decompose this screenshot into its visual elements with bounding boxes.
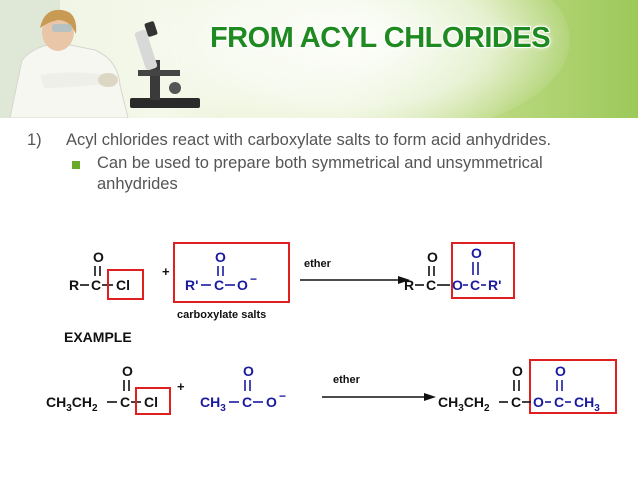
negative-charge: − [279, 389, 286, 403]
banner-glow [150, 0, 570, 118]
carboxylate-oxygen: O [266, 394, 277, 410]
plus-sign: + [162, 264, 170, 279]
carboxylate-salts-label: carboxylate salts [177, 309, 266, 321]
bridging-oxygen: O [452, 277, 463, 293]
plus-sign: + [177, 379, 185, 394]
r-group: R [69, 277, 79, 293]
scientist-image [0, 0, 200, 118]
svg-text:CH3: CH3 [574, 394, 600, 414]
methyl-sub: 3 [220, 403, 226, 414]
carboxylate-general: O R' C O − [173, 242, 290, 303]
methylene-sub: 2 [484, 403, 490, 414]
carbonyl-carbon: C [120, 394, 130, 410]
carbonyl-carbon-1: C [511, 394, 521, 410]
carbonyl-oxygen-1: O [427, 249, 438, 265]
carbonyl-oxygen: O [122, 363, 133, 379]
carboxylate-box [173, 242, 290, 303]
carbonyl-oxygen-1: O [512, 363, 523, 379]
methyl-sub: 3 [458, 403, 464, 414]
r-group: R [404, 277, 414, 293]
point-text: Acyl chlorides react with carboxylate sa… [66, 131, 552, 149]
carbonyl-carbon: C [214, 277, 224, 293]
carbonyl-oxygen: O [93, 249, 104, 265]
methyl-ch: CH [438, 394, 458, 410]
leaving-group-box [107, 269, 144, 300]
carbonyl-oxygen-2: O [471, 245, 482, 261]
header-banner: FROM ACYL CHLORIDES [0, 0, 638, 118]
carbonyl-carbon-2: C [554, 394, 564, 410]
methyl-sub: 3 [594, 403, 600, 414]
carbonyl-carbon-1: C [426, 277, 436, 293]
square-bullet-icon [72, 161, 80, 169]
r-prime-group: R' [185, 277, 198, 293]
leaving-group-box [135, 387, 171, 415]
carbonyl-oxygen-2: O [555, 363, 566, 379]
acetate-ion: O CH3 C O − [200, 363, 286, 414]
methylene-ch: CH [464, 394, 484, 410]
product-box [529, 359, 617, 414]
acyl-chloride-general: O R C Cl [69, 249, 144, 300]
carbonyl-carbon-2: C [470, 277, 480, 293]
methyl-sub: 3 [66, 403, 72, 414]
slide-title: FROM ACYL CHLORIDES [209, 22, 551, 54]
sub-bullet-text: Can be used to prepare both symmetrical … [97, 154, 543, 193]
svg-text:CH3CH2: CH3CH2 [46, 394, 98, 414]
methylene-ch: CH [72, 394, 92, 410]
product-box [451, 242, 515, 299]
methylene-sub: 2 [92, 403, 98, 414]
chlorine: Cl [116, 277, 130, 293]
negative-charge: − [250, 272, 257, 286]
svg-text:CH3: CH3 [200, 394, 226, 414]
reaction-condition: ether [333, 374, 361, 386]
propanoyl-chloride: O CH3CH2 C Cl [46, 363, 171, 415]
bridging-oxygen: O [533, 394, 544, 410]
carbonyl-carbon: C [242, 394, 252, 410]
propanoic-ethanoic-anhydride: O O CH3CH2 C O C CH3 [438, 359, 617, 414]
example-label: EXAMPLE [64, 329, 132, 345]
r-prime-group: R' [488, 277, 501, 293]
carboxylate-oxygen: O [237, 277, 248, 293]
methyl-ch: CH [200, 394, 220, 410]
carbonyl-oxygen: O [243, 363, 254, 379]
methyl-ch: CH [574, 394, 594, 410]
carbonyl-oxygen: O [215, 249, 226, 265]
reaction-condition: ether [304, 258, 332, 270]
anhydride-general: O O R C O C R' [404, 242, 515, 299]
methyl-ch: CH [46, 394, 66, 410]
svg-text:CH3CH2: CH3CH2 [438, 394, 490, 414]
carbonyl-carbon: C [91, 277, 101, 293]
point-number: 1) [27, 131, 42, 149]
chlorine: Cl [144, 394, 158, 410]
